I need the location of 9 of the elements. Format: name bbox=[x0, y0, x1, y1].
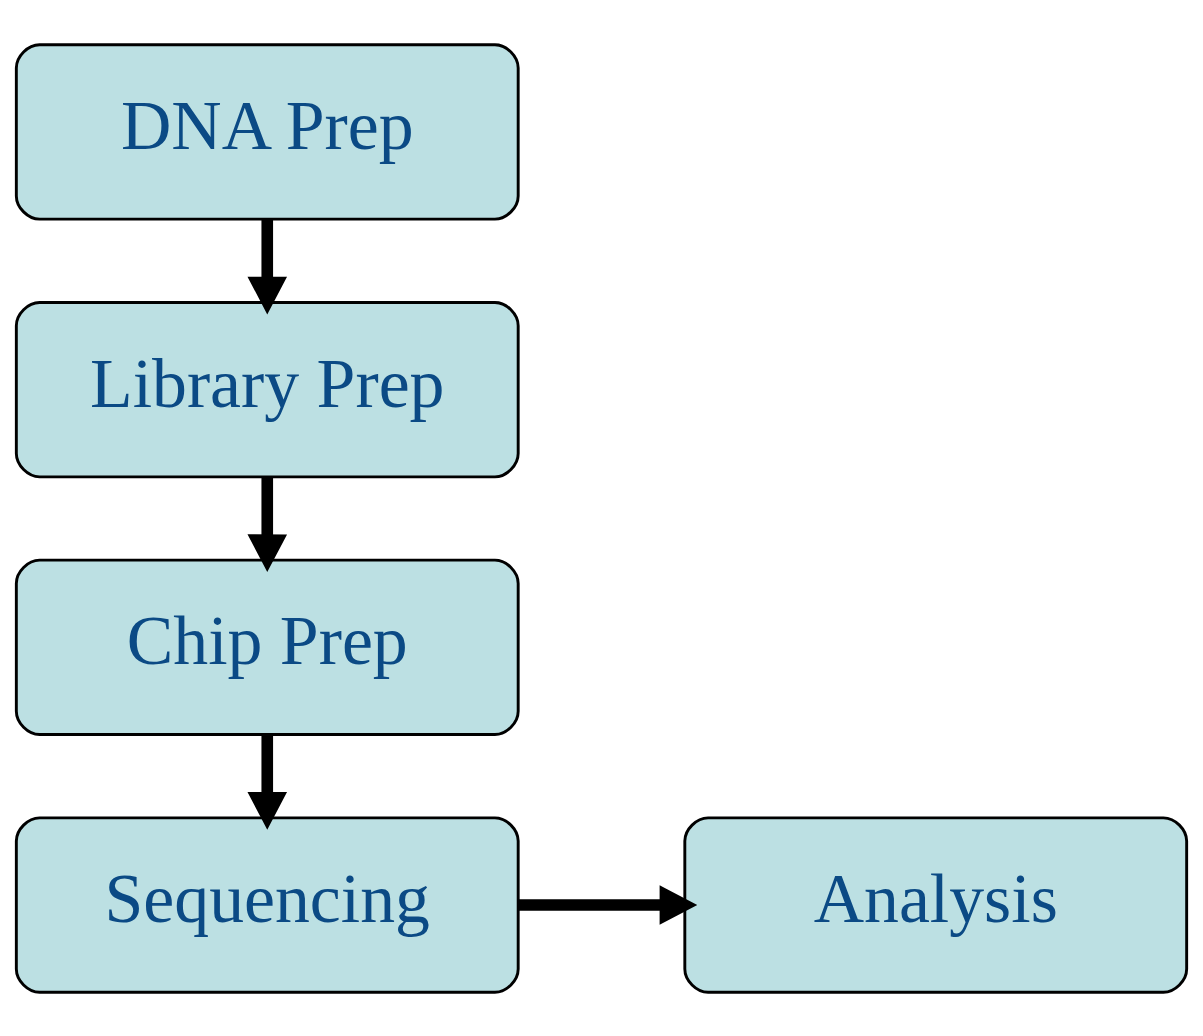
arrow bbox=[247, 477, 288, 572]
arrow bbox=[247, 219, 288, 314]
node-box: DNA Prep bbox=[14, 42, 520, 221]
node-box: Chip Prep bbox=[14, 558, 520, 736]
arrow bbox=[518, 884, 698, 925]
node-box: Sequencing bbox=[14, 815, 520, 994]
arrow bbox=[247, 734, 288, 830]
node-box: Library Prep bbox=[14, 300, 520, 478]
node-box: Analysis bbox=[683, 815, 1189, 994]
